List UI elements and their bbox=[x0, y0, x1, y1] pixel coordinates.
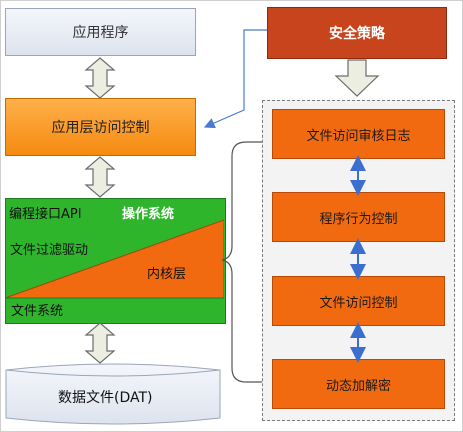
app-access-control-box: 应用层访问控制 bbox=[5, 98, 196, 156]
data-file-cylinder bbox=[5, 363, 221, 425]
module-encryption: 动态加解密 bbox=[272, 359, 445, 409]
double-arrow-app-acl bbox=[84, 57, 116, 99]
api-label: 编程接口API bbox=[9, 207, 82, 222]
app-program-label: 应用程序 bbox=[72, 25, 129, 41]
app-program-box: 应用程序 bbox=[5, 8, 196, 56]
filter-driver-label: 文件过滤驱动 bbox=[10, 243, 89, 258]
security-policy-box: 安全策略 bbox=[267, 7, 447, 59]
module-encryption-label: 动态加解密 bbox=[325, 378, 391, 394]
os-label: 操作系统 bbox=[122, 207, 175, 222]
kernel-layer-triangle bbox=[5, 219, 224, 299]
module-behavior-control-label: 程序行为控制 bbox=[319, 211, 398, 227]
security-policy-label: 安全策略 bbox=[329, 26, 385, 42]
kernel-label: 内核层 bbox=[147, 267, 187, 282]
module-behavior-control: 程序行为控制 bbox=[272, 192, 445, 242]
module-audit-log: 文件访问审核日志 bbox=[272, 109, 445, 159]
module-file-access-control-label: 文件访问控制 bbox=[319, 295, 398, 311]
modules-brace bbox=[221, 141, 262, 383]
app-access-control-label: 应用层访问控制 bbox=[51, 120, 150, 136]
security-policy-down-arrow bbox=[334, 59, 380, 97]
data-file-label: 数据文件(DAT) bbox=[58, 390, 153, 406]
double-arrow-acl-os bbox=[84, 156, 116, 198]
module-file-access-control: 文件访问控制 bbox=[272, 276, 445, 326]
double-arrow-os-datafile bbox=[84, 322, 116, 364]
policy-to-acl-connector bbox=[203, 29, 267, 129]
module-audit-log-label: 文件访问审核日志 bbox=[306, 128, 411, 144]
file-system-label: 文件系统 bbox=[11, 304, 64, 319]
